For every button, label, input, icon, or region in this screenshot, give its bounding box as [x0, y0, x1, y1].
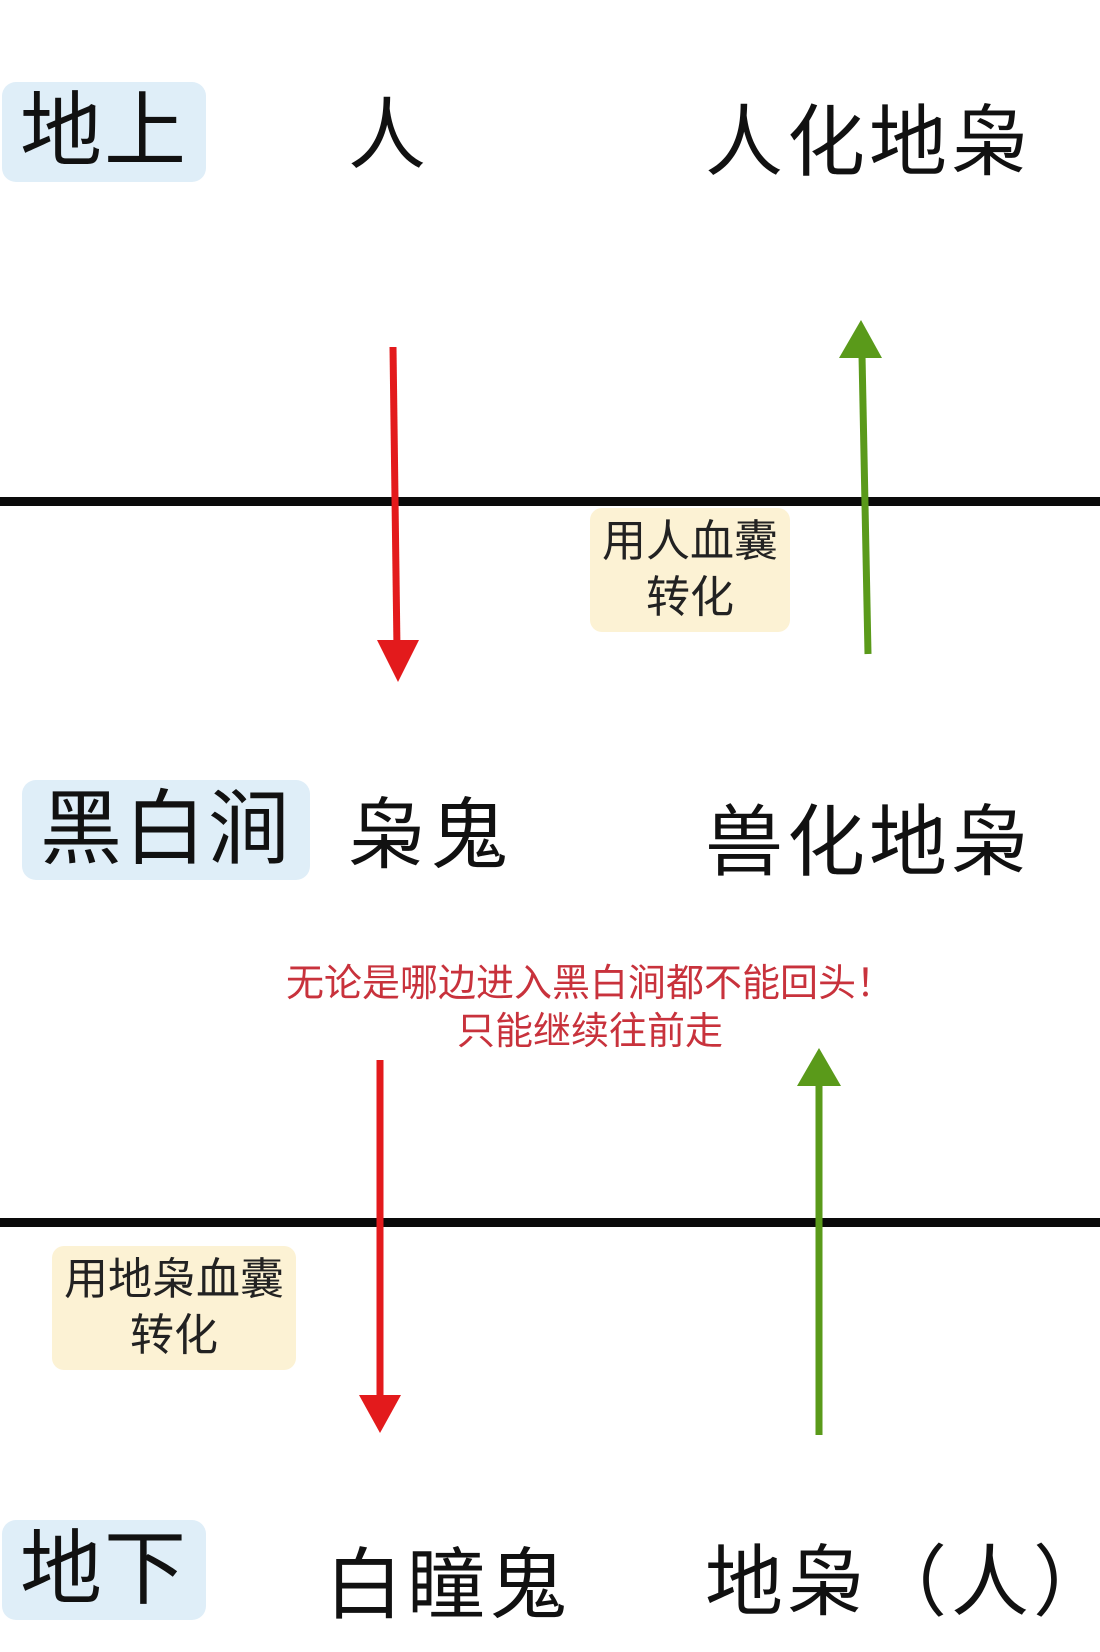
node-human: 人 — [348, 91, 431, 181]
node-xiao-ghost: 枭鬼 — [348, 791, 513, 881]
node-humanized-dixiao: 人化地枭 — [705, 98, 1034, 188]
tier-label-ground: 地上 — [2, 82, 207, 182]
node-white-pupil-ghost: 白瞳鬼 — [325, 1541, 572, 1631]
warning-line2: 只能继续往前走 — [456, 1009, 723, 1053]
tier-label-underground: 地下 — [2, 1520, 207, 1620]
boundary-line-upper — [0, 497, 1100, 506]
node-dixiao-human: 地枭（人） — [705, 1538, 1100, 1628]
note-human-blood-sac: 用人血囊 转化 — [590, 508, 790, 632]
note-dixiao-blood-sac: 用地枭血囊 转化 — [52, 1246, 296, 1370]
tier-label-cave: 黑白涧 — [22, 780, 311, 880]
note-dixiao-blood-sac-line2: 转化 — [130, 1310, 218, 1361]
note-human-blood-sac-line2: 转化 — [646, 572, 734, 623]
warning-text: 无论是哪边进入黑白涧都不能回头！ 只能继续往前走 — [150, 959, 1030, 1055]
arrow-down-lower — [359, 1060, 401, 1433]
arrow-up-upper — [839, 320, 882, 655]
note-dixiao-blood-sac-line1: 用地枭血囊 — [64, 1254, 284, 1305]
warning-line1: 无论是哪边进入黑白涧都不能回头！ — [285, 961, 894, 1005]
boundary-line-lower — [0, 1218, 1100, 1227]
arrow-down-upper — [377, 346, 419, 682]
node-beastized-dixiao: 兽化地枭 — [705, 798, 1034, 888]
arrow-up-lower — [797, 1048, 841, 1435]
note-human-blood-sac-line1: 用人血囊 — [602, 516, 778, 567]
